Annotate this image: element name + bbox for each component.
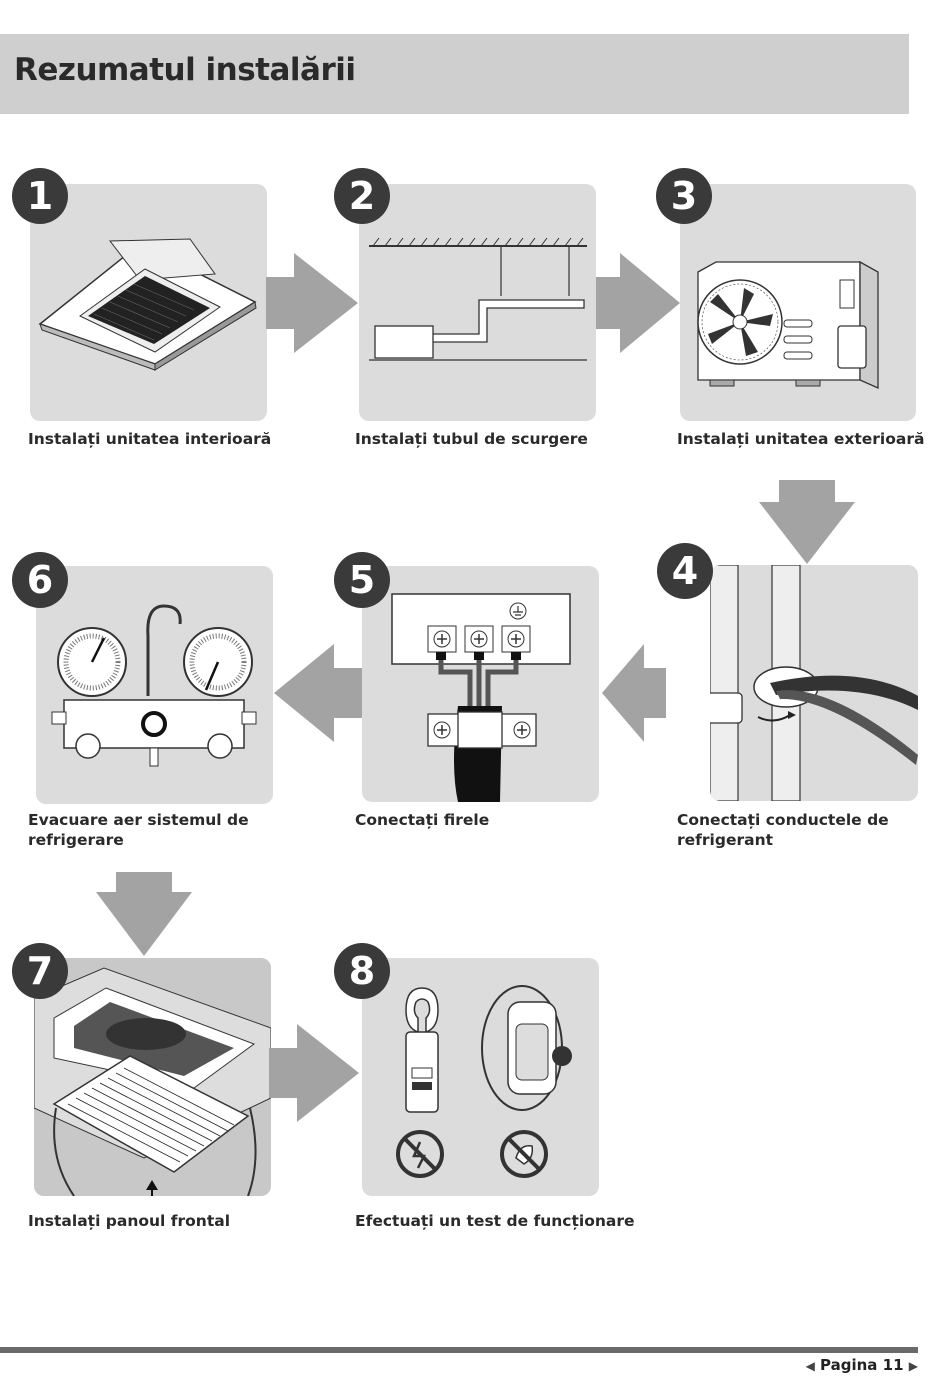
step-7-caption: Instalați panoul frontal [28, 1212, 231, 1230]
arrow-down-icon [96, 872, 192, 956]
step-1-illustration-indoor-unit [30, 184, 267, 421]
step-5-illustration-wiring [362, 566, 599, 802]
step-8-badge: 8 [334, 943, 390, 999]
step-6-illustration-gauge-manifold [36, 566, 273, 804]
page-title: Rezumatul instalării [14, 52, 356, 88]
step-4-illustration-refrigerant-pipes [710, 565, 918, 801]
page-number: Pagina 11 [820, 1356, 904, 1374]
step-5-badge: 5 [334, 552, 390, 608]
step-6-caption: Evacuare aer sistemul de refrigerare [28, 811, 249, 849]
step-4-caption: Conectați conductele de refrigerant [677, 811, 889, 849]
title-bar: Rezumatul instalării [0, 34, 909, 114]
step-2-illustration-drain-pipe [359, 184, 596, 421]
arrow-down-icon [759, 480, 855, 564]
step-3-badge: 3 [656, 168, 712, 224]
step-2-badge: 2 [334, 168, 390, 224]
footer-divider [0, 1347, 918, 1353]
step-3-illustration-outdoor-unit [680, 184, 916, 421]
arrow-right-icon [269, 1024, 359, 1122]
step-7-badge: 7 [12, 943, 68, 999]
page-footer: ◀ Pagina 11 ▶ [806, 1356, 918, 1374]
arrow-right-icon [596, 253, 680, 353]
step-8-illustration-test-tools [362, 958, 599, 1196]
step-2-caption: Instalați tubul de scurgere [355, 430, 588, 448]
next-page-icon[interactable]: ▶ [908, 1359, 918, 1373]
step-4-badge: 4 [657, 543, 713, 599]
arrow-left-icon [274, 644, 362, 742]
step-8-caption: Efectuați un test de funcționare [355, 1212, 635, 1230]
arrow-right-icon [266, 253, 358, 353]
step-1-caption: Instalați unitatea interioară [28, 430, 272, 448]
step-1-badge: 1 [12, 168, 68, 224]
step-7-illustration-front-panel [34, 958, 271, 1196]
step-6-badge: 6 [12, 552, 68, 608]
previous-page-icon[interactable]: ◀ [805, 1359, 815, 1373]
step-5-caption: Conectați firele [355, 811, 490, 829]
step-3-caption: Instalați unitatea exterioară [677, 430, 925, 448]
arrow-left-icon [602, 644, 666, 742]
